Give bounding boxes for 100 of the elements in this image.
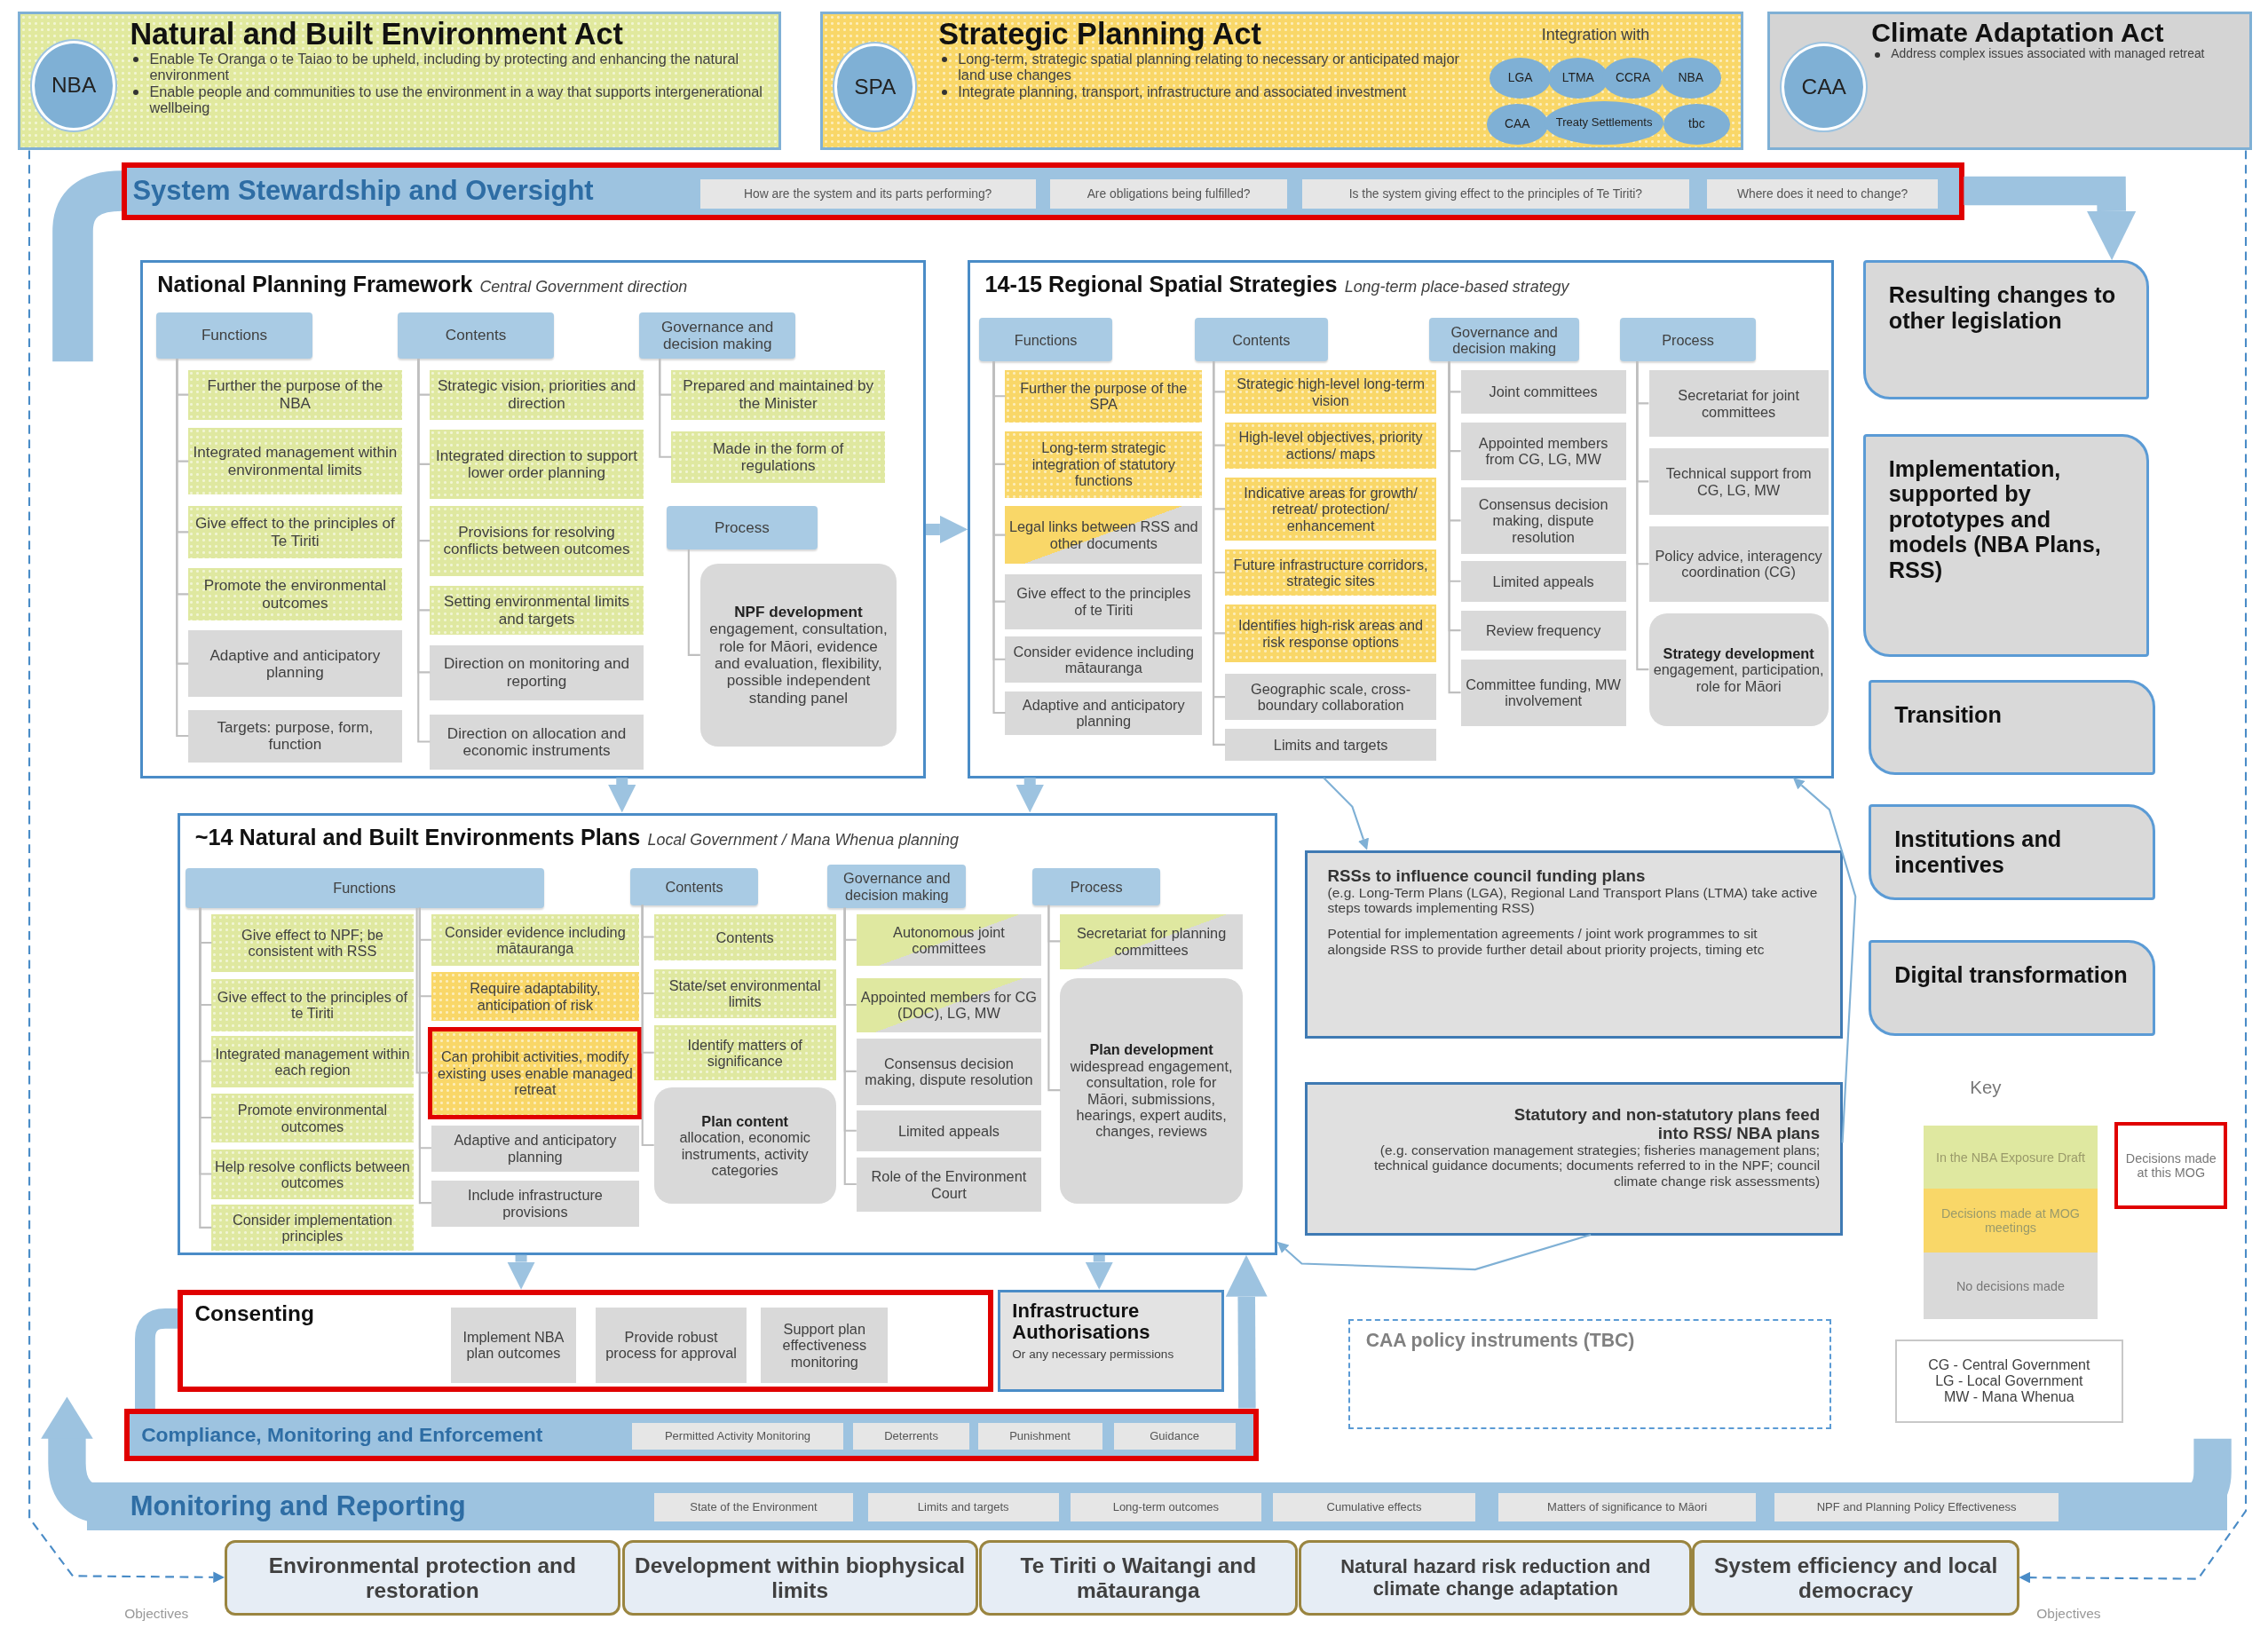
item-card: Committee funding, MW involvement	[1460, 660, 1626, 726]
item-card: Adaptive and anticipatory planning	[187, 630, 402, 698]
connector-line	[659, 358, 672, 458]
objective-box: Te Tiriti o Waitangi and mātauranga	[979, 1540, 1298, 1616]
objectives-label: Objectives	[2036, 1605, 2101, 1622]
item-card: Give effect to the principles of te Tiriti	[1005, 573, 1203, 629]
consenting-panel	[178, 1290, 994, 1392]
process-box	[1648, 612, 1829, 726]
note-text: MW - Mana Whenua	[1943, 1389, 2074, 1406]
item-card: Consensus decision making, dispute resolution	[1460, 487, 1626, 555]
connector-line	[843, 907, 857, 1186]
panel	[968, 260, 1835, 778]
bullet-text: Long-term, strategic spatial planning relating to necessary or anticipated major land use changes	[958, 50, 1460, 83]
workstream-card: Institutions and incentives	[1869, 803, 2155, 900]
item-card: Setting environmental limits and targets	[429, 585, 644, 636]
activity-chip: Punishment	[977, 1423, 1102, 1450]
item-card: Include infrastructure provisions	[431, 1180, 640, 1227]
box-text: engagement, participation, role for Māori	[1653, 661, 1824, 695]
item-card: Limits and targets	[1225, 729, 1437, 762]
note-box	[1304, 1081, 1843, 1236]
item-card: Future infrastructure corridors, strategic sites	[1225, 549, 1437, 597]
item-card: Technical support from CG, LG, MW	[1648, 448, 1829, 516]
placeholder-box: CAA policy instruments (TBC)	[1347, 1319, 1831, 1429]
connector-line	[199, 907, 212, 1229]
box-heading: RSSs to influence council funding plans	[1327, 865, 1647, 885]
workstream-card: Resulting changes to other legislation	[1862, 260, 2150, 399]
activity-chip: Deterrents	[853, 1423, 969, 1450]
item-card: Contents	[653, 913, 836, 960]
arrow	[1015, 778, 1044, 813]
act-box	[1767, 12, 2253, 151]
arrow	[507, 1254, 535, 1290]
column-header: Functions	[979, 318, 1113, 362]
item-card: Secretariat for joint committees	[1648, 370, 1829, 438]
box-text: allocation, economic instruments, activity categories	[678, 1129, 811, 1179]
activity-chip: Permitted Activity Monitoring	[632, 1423, 843, 1450]
item-card: Appointed members for CG (DOC), LG, MW	[856, 977, 1042, 1033]
item-card: Made in the form of regulations	[671, 431, 886, 484]
band-title: System Stewardship and Oversight	[132, 173, 594, 208]
question-chip: Are obligations being fulfilled?	[1050, 179, 1288, 209]
column-header: Functions	[185, 867, 544, 909]
item-card: Promote the environmental outcomes	[187, 568, 402, 620]
item-card: Limited appeals	[856, 1110, 1042, 1152]
connector-line	[1448, 361, 1461, 694]
process-box	[653, 1087, 836, 1204]
box-text: (e.g. conservation management strategies; fisheries management plans; technical guidance documents; documents referred to in the NPF; council climate change risk assessments)	[1372, 1142, 1821, 1189]
integration-ellipse: CAA	[1487, 104, 1548, 145]
arrow	[1085, 1254, 1113, 1290]
process-box	[699, 564, 897, 747]
arrow	[1792, 778, 1857, 1143]
arrow	[1225, 1254, 1268, 1409]
item-card: Give effect to NPF; be consistent with RSS	[210, 913, 414, 972]
objectives-label: Objectives	[124, 1605, 189, 1622]
panel-subtitle: Long-term place-based strategy	[1344, 278, 1569, 296]
item-card: Consider evidence including mātauranga	[1005, 636, 1203, 684]
item-card: Strategic vision, priorities and direction	[429, 370, 644, 420]
bullet-text: Enable Te Oranga o te Taiao to be upheld, including by protecting and enhancing the natural environment	[149, 50, 740, 83]
box-heading: Infrastructure Authorisations	[1012, 1300, 1151, 1345]
item-card: Direction on monitoring and reporting	[429, 644, 644, 700]
integration-ellipse: LGA	[1490, 58, 1551, 99]
arrow	[1276, 1233, 1592, 1271]
column-header: Contents	[398, 312, 555, 360]
column-header: Contents	[1194, 318, 1328, 362]
connector-line	[687, 549, 700, 656]
key-heading: Key	[1970, 1077, 2002, 1098]
metric-chip: State of the Environment	[653, 1492, 854, 1522]
panel-title: 14-15 Regional Spatial Strategies	[984, 272, 1338, 297]
integration-heading: Integration with	[1541, 26, 1650, 44]
column-header: Governance and decision making	[639, 312, 796, 360]
process-box	[1060, 977, 1243, 1204]
legend-label: No decisions made	[1956, 1277, 2066, 1295]
item-card: Integrated direction to support lower order planning	[429, 429, 644, 500]
box-text: Or any necessary permissions	[1012, 1347, 1175, 1361]
act-title: Natural and Built Environment Act	[130, 18, 624, 51]
objective-box: System efficiency and local democracy	[1692, 1540, 2019, 1616]
item-card: Implement NBA plan outcomes	[451, 1308, 576, 1383]
workstream-card: Digital transformation	[1869, 940, 2155, 1036]
item-card: State/set environmental limits	[653, 968, 836, 1019]
box-text: widespread engagement, consultation, role for Māori, submissions, hearings, expert audits, changes, reviews	[1069, 1057, 1234, 1140]
item-card: Consensus decision making, dispute resolution	[856, 1038, 1042, 1105]
column-header: Contents	[630, 867, 758, 905]
act-title: Climate Adaptation Act	[1871, 18, 2164, 47]
workstream-card: Transition	[1869, 679, 2155, 776]
item-card: Give effect to the principles of Te Tiriti	[187, 506, 402, 558]
item-card: Prepared and maintained by the Minister	[671, 370, 886, 420]
item-card: Identifies high-risk areas and risk response options	[1225, 605, 1437, 663]
item-card: Indicative areas for growth/ retreat/ protection/ enhancement	[1225, 477, 1437, 541]
column-header: Functions	[155, 312, 312, 360]
question-chip: How are the system and its parts performing?	[699, 179, 1036, 209]
objective-box: Environmental protection and restoration	[224, 1540, 621, 1616]
authorisation-box	[998, 1290, 1224, 1392]
item-card: Secretariat for planning committees	[1060, 913, 1243, 969]
connector-line	[641, 905, 654, 1147]
item-card: Long-term strategic integration of statutory functions	[1005, 431, 1203, 498]
act-box	[17, 12, 781, 151]
item-card: Adaptive and anticipatory planning	[431, 1125, 640, 1172]
item-card: Support plan effectiveness monitoring	[761, 1308, 889, 1383]
item-card: Give effect to the principles of te Tiriti	[210, 979, 414, 1031]
connector-line	[418, 907, 431, 1205]
item-card: Consider evidence including mātauranga	[431, 913, 640, 967]
item-card: Help resolve conflicts between outcomes	[210, 1150, 414, 1199]
